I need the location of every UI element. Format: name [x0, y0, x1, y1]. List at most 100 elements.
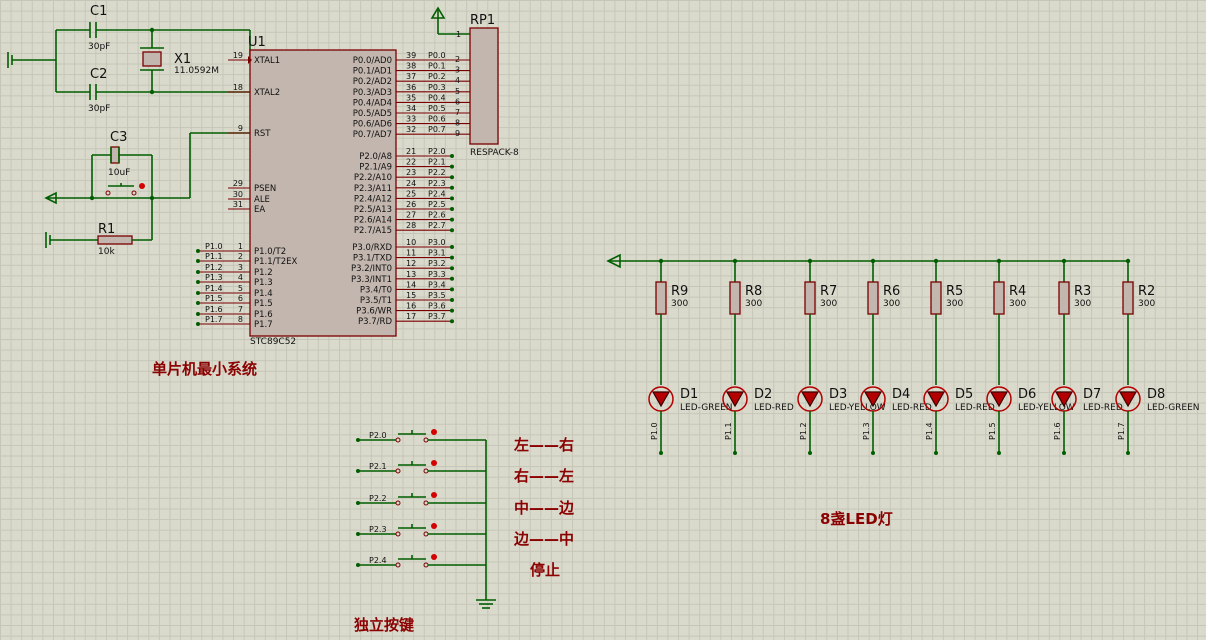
- x1-value: 11.0592M: [174, 66, 219, 76]
- mcu-pin-num: 4: [238, 273, 243, 282]
- mcu-pin-name: P2.4/A12: [354, 194, 392, 204]
- resistor: [930, 281, 942, 315]
- push-button[interactable]: P2.3边——中: [356, 523, 574, 548]
- mcu-pin-name: P2.2/A10: [354, 173, 392, 183]
- resistor-ref: R8: [745, 284, 762, 299]
- mcu-pin-name: P2.6/A14: [354, 216, 392, 226]
- mcu-net-label: P2.2: [428, 168, 446, 177]
- mcu-chip: 19XTAL118XTAL29RST29PSEN30ALE31EA1P1.0/T…: [196, 49, 470, 337]
- mcu-pin-name: P3.7/RD: [358, 317, 392, 327]
- mcu-pin-num: 8: [238, 315, 243, 324]
- mcu-pin-num: 17: [406, 312, 416, 321]
- mcu-pin-num: 31: [233, 200, 243, 209]
- mcu-pin-num: 11: [406, 249, 416, 258]
- mcu-pin-num: 34: [406, 104, 416, 113]
- mcu-pin-num: 14: [406, 280, 416, 289]
- mcu-pin-name: P1.5: [254, 299, 273, 309]
- mcu-pin-num: 22: [406, 158, 416, 167]
- led-net-label: P1.2: [799, 422, 808, 440]
- led-type: LED-GREEN: [680, 403, 733, 413]
- led-net-label: P1.6: [1053, 422, 1062, 440]
- push-button[interactable]: P2.4停止: [356, 554, 560, 579]
- mcu-pin-name: P1.2: [254, 268, 273, 278]
- mcu-net-label: P1.3: [205, 273, 223, 282]
- x1-ref: X1: [174, 52, 191, 67]
- mcu-pin-name: P0.0/AD0: [353, 56, 392, 66]
- push-button[interactable]: P2.0左——右: [356, 429, 574, 454]
- c3-ref: C3: [110, 130, 127, 145]
- mcu-pin-num: 16: [406, 302, 416, 311]
- mcu-net-label: P3.3: [428, 270, 446, 279]
- mcu-pin-num: 9: [238, 124, 243, 133]
- resistor-ref: R3: [1074, 284, 1091, 299]
- led-type: LED-RED: [1083, 403, 1123, 413]
- mcu-pin-num: 28: [406, 221, 416, 230]
- mcu-pin-name: P3.6/WR: [356, 307, 392, 317]
- button-function-label: 右——左: [514, 467, 574, 485]
- led-ref: D5: [955, 387, 973, 402]
- mcu-pin-name: P2.3/A11: [354, 184, 392, 194]
- led-net-label: P1.4: [925, 422, 934, 440]
- mcu-pin-num: 23: [406, 168, 416, 177]
- mcu-pin-num: 38: [406, 62, 416, 71]
- led-net-label: P1.7: [1117, 422, 1126, 440]
- push-button[interactable]: P2.2中——边: [356, 492, 575, 517]
- led-ref: D2: [754, 387, 772, 402]
- mcu-pin-num: 7: [238, 305, 243, 314]
- rp1-pin1: 1: [456, 30, 461, 39]
- resistor-value: 300: [883, 299, 900, 309]
- mcu-net-label: P1.4: [205, 284, 223, 293]
- mcu-pin-name: P1.0/T2: [254, 247, 286, 257]
- mcu-pin-name: XTAL1: [254, 56, 280, 66]
- mcu-pin-name: P1.7: [254, 320, 273, 330]
- resistor: [1058, 281, 1070, 315]
- button-net-label: P2.4: [369, 556, 387, 565]
- led-diode: [863, 391, 883, 408]
- mcu-pin-name: P0.1/AD1: [353, 67, 392, 77]
- button-function-label: 左——右: [513, 436, 574, 454]
- mcu-pin-name: P2.5/A13: [354, 205, 392, 215]
- mcu-pin-name: P3.1/TXD: [353, 254, 393, 264]
- led-type: LED-RED: [754, 403, 794, 413]
- mcu-pin-num: 5: [238, 284, 243, 293]
- mcu-pin-num: 37: [406, 72, 416, 81]
- mcu-net-label: P2.6: [428, 211, 446, 220]
- led-type: LED-RED: [955, 403, 995, 413]
- c3-value: 10uF: [108, 168, 130, 178]
- led-diode: [725, 391, 745, 408]
- mcu-pin-num: 18: [233, 83, 243, 92]
- led-type: LED-YELLOW: [1018, 403, 1075, 413]
- mcu-pin-name: P2.0/A8: [359, 152, 392, 162]
- rp1-pin-num: 4: [455, 76, 460, 85]
- mcu-pin-name: P0.4/AD4: [353, 98, 392, 108]
- led-diode: [800, 391, 820, 408]
- mcu-net-label: P3.1: [428, 249, 446, 258]
- led-ref: D6: [1018, 387, 1036, 402]
- mcu-pin-num: 2: [238, 252, 243, 261]
- c2-value: 30pF: [88, 104, 110, 114]
- mcu-pin-name: RST: [254, 129, 271, 139]
- mcu-net-label: P2.0: [428, 147, 446, 156]
- push-button[interactable]: P2.1右——左: [356, 460, 574, 485]
- mcu-pin-name: P3.3/INT1: [351, 275, 392, 285]
- mcu-pin-num: 3: [238, 263, 243, 272]
- mcu-pin-name: XTAL2: [254, 88, 280, 98]
- mcu-net-label: P1.2: [205, 263, 223, 272]
- led-type: LED-GREEN: [1147, 403, 1200, 413]
- c1-value: 30pF: [88, 42, 110, 52]
- mcu-pin-name: P1.1/T2EX: [254, 257, 297, 267]
- mcu-pin-name: P3.4/T0: [360, 285, 392, 295]
- resistor-value: 300: [1009, 299, 1026, 309]
- mcu-pin-num: 39: [406, 51, 416, 60]
- button-bus: [476, 440, 496, 609]
- rp1-model: RESPACK-8: [470, 148, 519, 158]
- respack-rp1: [430, 6, 499, 145]
- led-type: LED-YELLOW: [829, 403, 886, 413]
